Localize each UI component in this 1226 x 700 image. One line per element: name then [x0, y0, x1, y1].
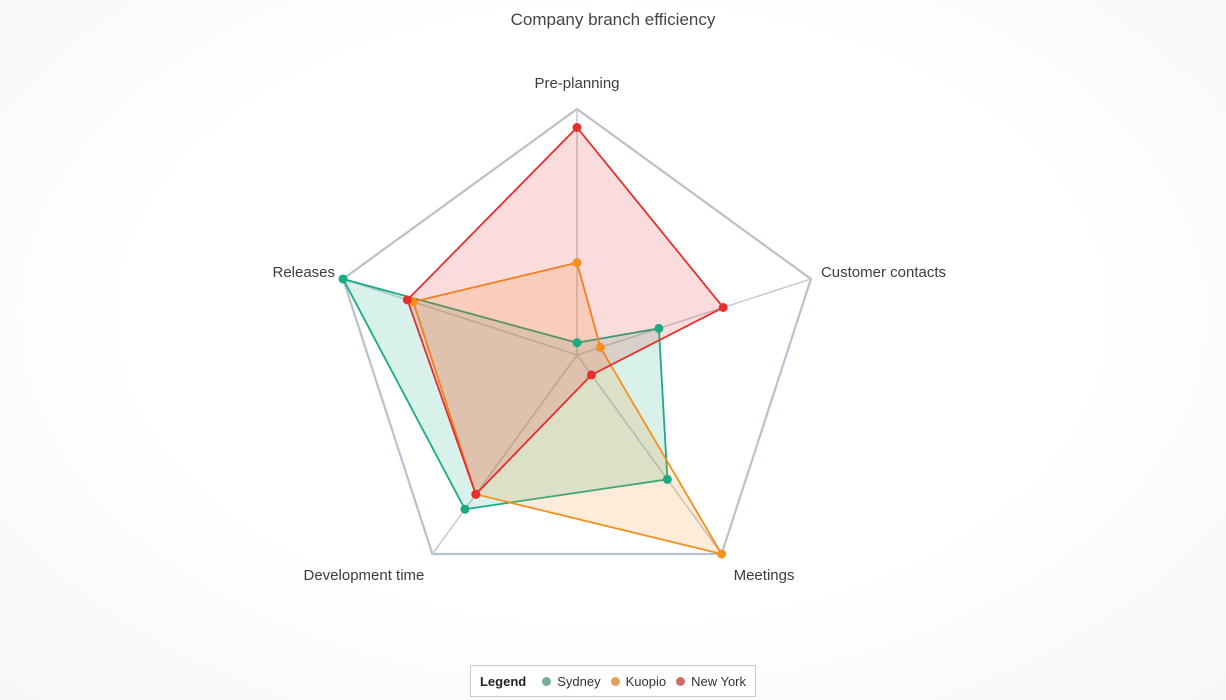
legend: Legend Sydney Kuopio New York	[470, 665, 756, 697]
grid-spoke-4	[431, 354, 578, 555]
legend-swatch-new-york	[676, 676, 686, 686]
data-point-new-york-meetings[interactable]	[586, 370, 596, 380]
data-point-new-york-customer-contacts[interactable]	[718, 302, 728, 312]
legend-item-kuopio[interactable]: Kuopio	[610, 673, 667, 689]
series-area-new-york	[406, 126, 725, 496]
axis-label-meetings: Meetings	[734, 567, 795, 584]
data-point-new-york-pre-planning[interactable]	[572, 122, 582, 132]
grid-spoke-3	[576, 354, 723, 555]
legend-label-kuopio: Kuopio	[625, 673, 667, 689]
data-point-new-york-development-time[interactable]	[471, 489, 481, 499]
grid-spoke-2	[576, 278, 812, 356]
series-area-kuopio	[412, 261, 723, 555]
data-point-kuopio-meetings[interactable]	[717, 549, 727, 559]
data-point-new-york-releases[interactable]	[402, 295, 412, 305]
legend-title: Legend	[479, 673, 527, 689]
data-point-sydney-releases[interactable]	[338, 274, 348, 284]
axis-label-development-time: Development time	[304, 567, 425, 584]
axis-label-releases: Releases	[272, 264, 335, 281]
data-point-sydney-pre-planning[interactable]	[572, 338, 582, 348]
data-point-sydney-development-time[interactable]	[460, 504, 470, 514]
axis-label-pre-planning: Pre-planning	[534, 75, 619, 92]
data-point-kuopio-customer-contacts[interactable]	[595, 342, 605, 352]
data-point-sydney-meetings[interactable]	[662, 474, 672, 484]
legend-swatch-sydney	[542, 676, 552, 686]
legend-label-sydney: Sydney	[557, 673, 601, 689]
data-point-sydney-customer-contacts[interactable]	[654, 323, 664, 333]
legend-swatch-kuopio	[610, 676, 620, 686]
data-point-kuopio-pre-planning[interactable]	[572, 258, 582, 268]
legend-item-new-york[interactable]: New York	[676, 674, 746, 689]
legend-label-new-york: New York	[691, 673, 746, 689]
grid-spoke-5	[342, 278, 578, 356]
axis-label-customer-contacts: Customer contacts	[821, 264, 946, 281]
radar-series	[338, 122, 728, 559]
chart-title: Company branch efficiency	[510, 10, 716, 29]
legend-item-sydney[interactable]: Sydney	[542, 673, 601, 689]
